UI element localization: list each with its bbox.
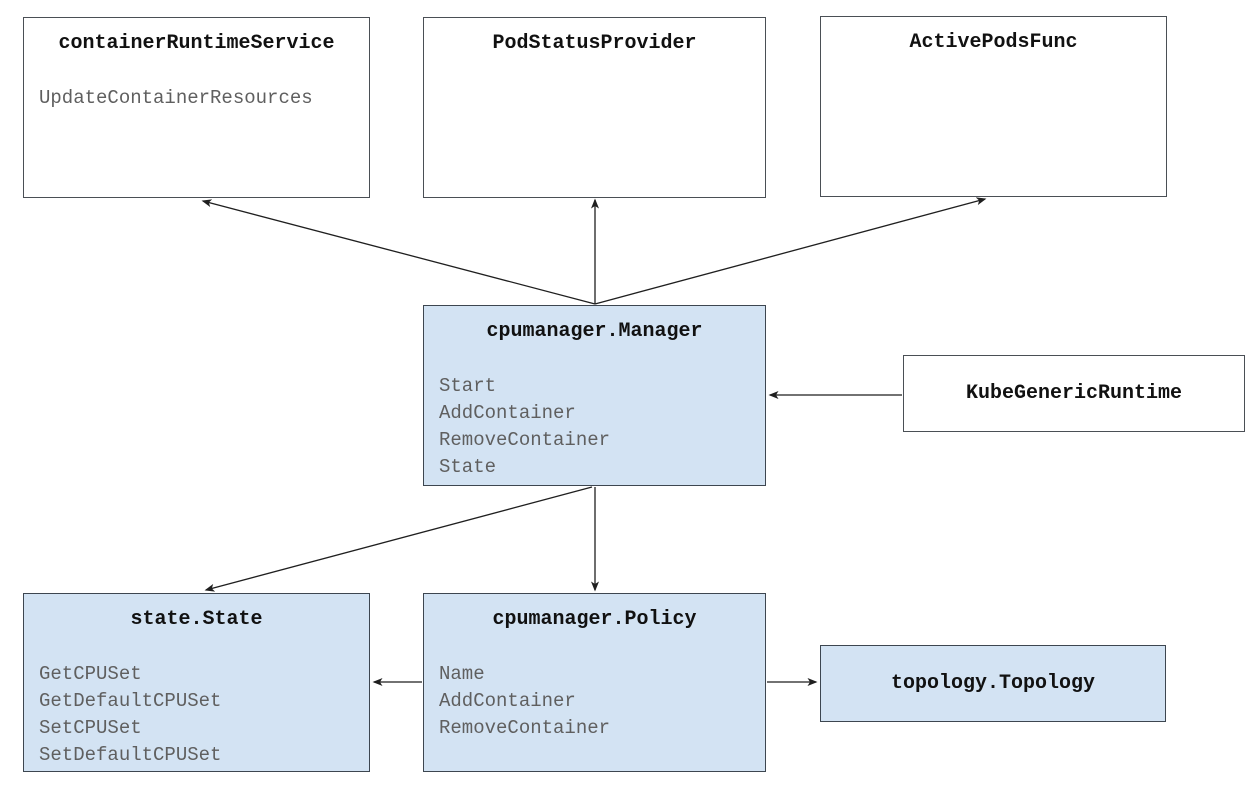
box-title: cpumanager.Policy xyxy=(492,608,697,631)
method-item: SetDefaultCPUSet xyxy=(39,744,222,766)
box-title: ActivePodsFunc xyxy=(909,31,1078,54)
method-item: UpdateContainerResources xyxy=(39,87,313,109)
box-title: cpumanager.Manager xyxy=(486,320,703,343)
edge-manager-to-state-state xyxy=(204,486,593,592)
box-methods: Start AddContainer RemoveContainer State xyxy=(439,373,750,481)
box-cpumanager-policy: cpumanager.Policy Name AddContainer Remo… xyxy=(423,593,766,772)
method-item: GetCPUSet xyxy=(39,663,142,685)
box-state-state: state.State GetCPUSet GetDefaultCPUSet S… xyxy=(23,593,370,772)
box-title: state.State xyxy=(130,608,263,631)
box-topology-topology: topology.Topology xyxy=(820,645,1166,722)
box-title: topology.Topology xyxy=(890,671,1096,695)
method-item: RemoveContainer xyxy=(439,429,611,451)
method-item: AddContainer xyxy=(439,690,576,712)
method-item: AddContainer xyxy=(439,402,576,424)
box-active-pods-func: ActivePodsFunc xyxy=(820,16,1167,197)
method-item: GetDefaultCPUSet xyxy=(39,690,222,712)
box-cpumanager-manager: cpumanager.Manager Start AddContainer Re… xyxy=(423,305,766,486)
box-title: PodStatusProvider xyxy=(492,32,697,55)
box-methods: UpdateContainerResources xyxy=(39,85,354,112)
method-item: Start xyxy=(439,375,497,397)
method-item: State xyxy=(439,456,497,478)
method-item: RemoveContainer xyxy=(439,717,611,739)
box-kube-generic-runtime: KubeGenericRuntime xyxy=(903,355,1245,432)
box-title: containerRuntimeService xyxy=(58,32,335,55)
edge-manager-to-container-runtime-service xyxy=(201,199,596,305)
method-item: SetCPUSet xyxy=(39,717,142,739)
box-container-runtime-service: containerRuntimeService UpdateContainerR… xyxy=(23,17,370,198)
box-methods: GetCPUSet GetDefaultCPUSet SetCPUSet Set… xyxy=(39,661,354,769)
method-item: Name xyxy=(439,663,485,685)
box-methods: Name AddContainer RemoveContainer xyxy=(439,661,750,742)
edge-manager-to-active-pods-func xyxy=(594,197,987,305)
box-title: KubeGenericRuntime xyxy=(965,381,1183,405)
box-pod-status-provider: PodStatusProvider xyxy=(423,17,766,198)
